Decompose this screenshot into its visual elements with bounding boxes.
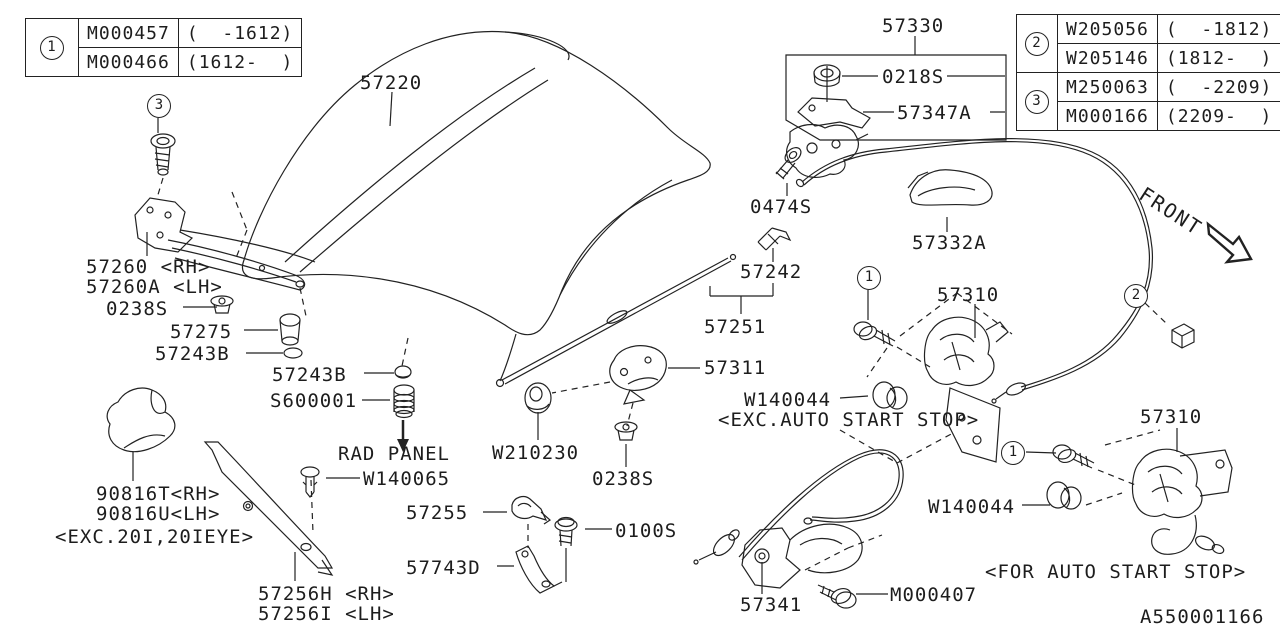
callout-nut: 0218S: [882, 66, 945, 88]
hinge-drawing: [134, 197, 316, 291]
bolt-latch-exc-drawing: [853, 321, 896, 347]
legend-marker-2: 2: [1025, 32, 1049, 56]
legend-table-right: 2 W205056 ( -1812) W205146 (1812- ) 3 M2…: [1016, 14, 1280, 131]
callout-clip-w140065: W140065: [363, 468, 451, 490]
marker-hinge-bolt: 3: [147, 94, 171, 118]
legend-range: (1812- ): [1156, 43, 1280, 73]
callout-hood: 57220: [360, 72, 423, 94]
plug-57243b-b-drawing: [394, 365, 412, 379]
latch-exc-drawing: [923, 316, 1009, 463]
note-rad-panel: RAD PANEL: [338, 443, 450, 465]
legend-part: W205056: [1057, 14, 1158, 44]
callout-plug-a: 57243B: [155, 343, 230, 365]
callout-bolt-0100s: 0100S: [615, 520, 678, 542]
lower-cable-drawing: [693, 449, 904, 565]
legend-part: M000166: [1057, 101, 1158, 131]
note-exc-auto: <EXC.AUTO START STOP>: [718, 409, 980, 431]
legend-part: W205146: [1057, 43, 1158, 73]
callout-hinge-rh: 57260 <RH>: [86, 256, 211, 278]
latch-for-drawing: [1131, 448, 1233, 555]
legend-part: M250063: [1057, 72, 1158, 102]
rod-holder-drawing: [757, 227, 792, 251]
stay-bracket-drawing: [515, 545, 563, 594]
support-rod-drawing: [495, 253, 737, 388]
callout-insulator-lh: 90816U<LH>: [96, 503, 221, 525]
callout-latch-for: 57310: [1140, 406, 1203, 428]
leader-lines: [132, 36, 1178, 595]
cable-clip-drawing: [1171, 323, 1195, 349]
callout-rod: 57251: [704, 316, 767, 338]
alignment-dashes: [156, 177, 1169, 571]
callout-striker: 57311: [704, 357, 767, 379]
legend-marker-3: 3: [1025, 90, 1049, 114]
bolt-latch-for-drawing: [1052, 444, 1095, 469]
diagram-id: A550001166: [1140, 606, 1265, 628]
legend-part: M000466: [78, 47, 179, 77]
callout-clip-exc: W140044: [744, 389, 832, 411]
clip-w140044-for-drawing: [1046, 481, 1082, 510]
bolt-m000407-drawing: [817, 584, 857, 609]
front-arrow-icon: [1206, 221, 1253, 264]
callout-bumper: 57275: [170, 321, 233, 343]
grommet-0238s-left-drawing: [210, 295, 234, 314]
callout-cable-bracket: 57347A: [897, 102, 972, 124]
marker-cable-clip: 2: [1124, 284, 1148, 308]
insulator-drawing: [106, 387, 176, 453]
callout-cable-assy: 57330: [882, 15, 945, 37]
callout-grommet-w210230: W210230: [492, 442, 580, 464]
bolt-0100s-drawing: [554, 516, 578, 582]
callout-plug-b: 57243B: [272, 364, 347, 386]
release-lever-drawing: [907, 169, 993, 206]
cushion-s600001-drawing: [393, 384, 415, 419]
callout-cable-bracket-lower: 57341: [740, 594, 803, 616]
legend-table-left: 1 M000457 ( -1612) M000466 (1612- ): [25, 18, 303, 77]
marker-latch-bolt-exc: 1: [857, 266, 881, 290]
callout-hinge-lh: 57260A <LH>: [86, 276, 223, 298]
grommet-w210230-drawing: [524, 382, 552, 414]
cable-bracket-lower-drawing: [741, 523, 863, 589]
callout-release-lever: 57332A: [912, 232, 987, 254]
legend-range: (2209- ): [1156, 101, 1280, 131]
callout-screw: 0474S: [750, 196, 813, 218]
security-lock-drawing: [786, 123, 869, 178]
hinge-bolt-drawing: [150, 133, 176, 176]
seal-strip-drawing: [203, 441, 334, 576]
callout-insulator-rh: 90816T<RH>: [96, 483, 221, 505]
bracket-57347a-drawing: [797, 66, 871, 129]
hood-panel-drawing: [241, 30, 711, 382]
clamp-57255-drawing: [511, 495, 551, 525]
callout-clamp: 57255: [406, 502, 469, 524]
callout-seal-lh: 57256I <LH>: [258, 603, 395, 625]
callout-seal-rh: 57256H <RH>: [258, 583, 395, 605]
legend-range: ( -1612): [177, 18, 303, 48]
release-cable-drawing: [795, 138, 1154, 404]
note-exc-20i: <EXC.20I,20IEYE>: [55, 526, 255, 548]
callout-clip-for: W140044: [928, 496, 1016, 518]
callout-latch-exc: 57310: [937, 284, 1000, 306]
legend-range: ( -1812): [1156, 14, 1280, 44]
rad-panel-arrow: [397, 420, 409, 452]
grommet-0238s-mid-drawing: [614, 421, 638, 441]
striker-drawing: [609, 345, 667, 405]
callout-grommet-hinge: 0238S: [106, 298, 169, 320]
note-for-auto: <FOR AUTO START STOP>: [985, 561, 1247, 583]
screw-0474s-drawing: [775, 147, 802, 180]
callout-bolt-m000407: M000407: [890, 584, 978, 606]
legend-marker-1: 1: [40, 36, 64, 60]
bumper-57275-drawing: [279, 313, 301, 346]
legend-range: (1612- ): [177, 47, 303, 77]
legend-part: M000457: [78, 18, 179, 48]
callout-grommet-0238s: 0238S: [592, 468, 655, 490]
cable-assy-box: [785, 54, 1007, 141]
clip-w140044-exc-drawing: [872, 381, 908, 410]
legend-range: ( -2209): [1156, 72, 1280, 102]
marker-latch-bolt-for: 1: [1001, 441, 1025, 465]
callout-stay-bracket: 57743D: [406, 557, 481, 579]
clip-w140065-drawing: [300, 466, 320, 498]
callout-cushion: S600001: [270, 390, 358, 412]
callout-rod-holder: 57242: [740, 261, 803, 283]
plug-57243b-a-drawing: [283, 347, 303, 359]
